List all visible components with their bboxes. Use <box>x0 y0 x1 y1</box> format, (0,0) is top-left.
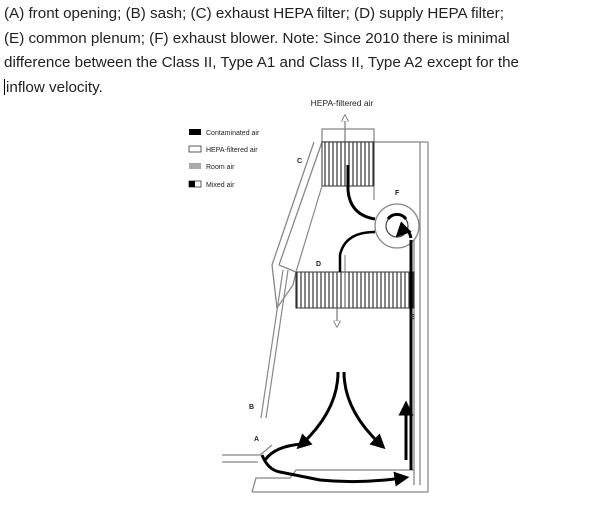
recirculation-airflow <box>338 230 376 272</box>
legend-label-hepa: HEPA-filtered air <box>206 147 258 154</box>
label-c: C <box>297 158 302 165</box>
label-e: E <box>410 314 415 321</box>
legend: Contaminated air HEPA-filtered air Room … <box>188 129 260 189</box>
caption-line-3: difference between the Class II, Type A1… <box>4 54 519 71</box>
label-f: F <box>395 190 400 197</box>
label-b: B <box>249 404 254 411</box>
legend-swatch-hepa <box>188 145 202 153</box>
label-d: D <box>316 261 321 268</box>
legend-label-mixed: Mixed air <box>206 182 235 189</box>
legend-swatch-contaminated <box>189 129 201 135</box>
caption-line-4-text: inflow velocity. <box>6 78 103 96</box>
caption-line-2: (E) common plenum; (F) exhaust blower. N… <box>4 29 510 47</box>
plenum-walls <box>295 185 375 273</box>
top-label: HEPA-filtered air <box>311 98 374 108</box>
contaminated-airflow <box>260 165 414 487</box>
figure-caption: (A) front opening; (B) sash; (C) exhaust… <box>4 2 604 100</box>
label-a: A <box>254 436 259 443</box>
supply-hepa-filter <box>295 271 415 309</box>
legend-label-contaminated: Contaminated air <box>206 130 260 137</box>
text-cursor <box>4 78 5 95</box>
legend-swatch-mixed-dark <box>189 181 195 187</box>
sash <box>260 269 289 419</box>
legend-label-room: Room air <box>206 164 235 171</box>
legend-swatch-room <box>189 163 201 169</box>
caption-line-4: inflow velocity. <box>4 76 604 101</box>
downflow-arrow <box>337 255 346 324</box>
caption-line-1: (A) front opening; (B) sash; (C) exhaust… <box>4 5 504 22</box>
